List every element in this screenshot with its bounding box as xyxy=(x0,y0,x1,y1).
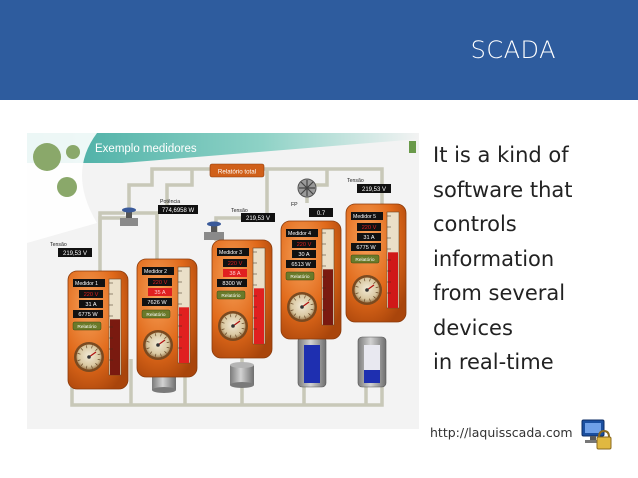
meter-relatorio-label: Relatório xyxy=(355,257,375,263)
meter-relatorio-button[interactable] xyxy=(285,271,315,281)
meter-watts: 6775 W xyxy=(356,245,376,251)
meter-name-box xyxy=(286,229,318,237)
title-banner xyxy=(27,133,419,163)
relatorio-total-button[interactable] xyxy=(209,163,265,178)
scada-title: Exemplo medidores xyxy=(95,143,197,155)
meter-amps: 31 A xyxy=(85,302,96,308)
meter-volts: 220 V xyxy=(84,292,99,298)
description-text: It is a kind of software that controls i… xyxy=(433,138,633,380)
description-line: information xyxy=(433,246,555,271)
level-bar-fill xyxy=(323,269,333,325)
meter-panel: Medidor 5 220 V 31 A 6775 W Relatório xyxy=(345,203,407,323)
meter-watts: 7626 W xyxy=(147,300,167,306)
tank-cylinder xyxy=(230,362,254,388)
meter-name-box xyxy=(351,212,383,220)
meter-amps: 35 A xyxy=(154,290,165,296)
logo-dot xyxy=(66,145,80,159)
description-line: in real-time xyxy=(433,350,554,374)
valve-icon xyxy=(204,221,224,240)
level-bar-fill xyxy=(110,319,120,375)
level-bar-fill xyxy=(179,307,189,363)
level-bar-fill xyxy=(254,288,264,344)
tensao-label: Tensão xyxy=(231,208,248,214)
meter-volts: 220 V xyxy=(297,242,312,248)
tensao-display xyxy=(357,184,391,193)
computer-lock-icon xyxy=(581,419,612,450)
meter-volts: 220 V xyxy=(228,261,243,267)
tensao-label: Tensão xyxy=(50,242,67,248)
tensao-label: Tensão xyxy=(347,178,364,184)
meter-amps: 38 A xyxy=(229,271,240,277)
meter-relatorio-label: Relatório xyxy=(290,274,310,280)
meter-name: Medidor 1 xyxy=(75,281,98,287)
meter-relatorio-label: Relatório xyxy=(77,324,97,330)
meter-amps: 31 A xyxy=(363,235,374,241)
slide-title: SCADA xyxy=(470,36,556,64)
meter-name: Medidor 4 xyxy=(288,231,311,237)
description-line: It is a kind of xyxy=(433,143,569,167)
potencia-label: Potência xyxy=(160,199,180,205)
fp-value: 0.7 xyxy=(317,211,326,217)
meter-volts: 220 V xyxy=(153,280,168,286)
fp-label: FP xyxy=(291,202,298,208)
meter-name: Medidor 3 xyxy=(219,250,242,256)
meter-watts: 6775 W xyxy=(78,312,98,318)
description-line: from several xyxy=(433,281,566,305)
logo-dot xyxy=(57,177,77,197)
meter-panel: Medidor 1 220 V 31 A 6775 W Relatório xyxy=(67,270,129,390)
meter-relatorio-button[interactable] xyxy=(141,309,171,319)
meter-panel: Medidor 2 220 V 35 A 7626 W Relatório xyxy=(136,258,198,378)
meter-volts: 220 V xyxy=(362,225,377,231)
tensao-display xyxy=(58,248,92,257)
meter-name-box xyxy=(142,267,174,275)
meter-relatorio-button[interactable] xyxy=(216,290,246,300)
meter-name-box xyxy=(73,279,105,287)
meter-panel: Medidor 3 220 V 38 A 8300 W Relatório xyxy=(211,239,273,359)
potencia-display xyxy=(158,205,198,214)
meter-name: Medidor 2 xyxy=(144,269,167,275)
meter-relatorio-button[interactable] xyxy=(350,254,380,264)
tensao-display xyxy=(241,213,275,222)
level-tank-blue xyxy=(297,336,327,388)
meter-watts: 8300 W xyxy=(222,281,242,287)
meter-name: Medidor 5 xyxy=(353,214,376,220)
tensao-value: 219,53 V xyxy=(246,216,270,222)
meter-relatorio-label: Relatório xyxy=(221,293,241,299)
meter-watts: 6513 W xyxy=(291,262,311,268)
relatorio-total-label: Relatório total xyxy=(218,169,256,176)
level-bar-fill xyxy=(388,252,398,308)
slide-header: SCADA xyxy=(0,0,638,100)
description-line: controls xyxy=(433,212,517,236)
meter-relatorio-label: Relatório xyxy=(146,312,166,318)
level-tank-gray xyxy=(357,336,387,388)
meter-amps: 30 A xyxy=(298,252,309,258)
meter-panel: Medidor 4 220 V 30 A 6513 W Relatório xyxy=(280,220,342,340)
fp-display xyxy=(309,208,333,217)
description-line: software that xyxy=(433,177,573,202)
source-url[interactable]: http://laquisscada.com xyxy=(430,425,573,440)
meter-name-box xyxy=(217,248,249,256)
tensao-value: 219,53 V xyxy=(362,187,386,193)
scada-diagram: Exemplo medidores Relatório total Potênc… xyxy=(27,133,419,407)
logo-dot xyxy=(33,143,61,171)
fan-meter-icon xyxy=(297,178,317,198)
tensao-value: 219,53 V xyxy=(63,251,87,257)
valve-icon xyxy=(120,207,138,226)
description-line: devices xyxy=(433,315,513,340)
potencia-value: 774,6958 W xyxy=(162,208,195,214)
scada-screenshot: Exemplo medidores Relatório total Potênc… xyxy=(27,133,419,429)
meter-relatorio-button[interactable] xyxy=(72,321,102,331)
